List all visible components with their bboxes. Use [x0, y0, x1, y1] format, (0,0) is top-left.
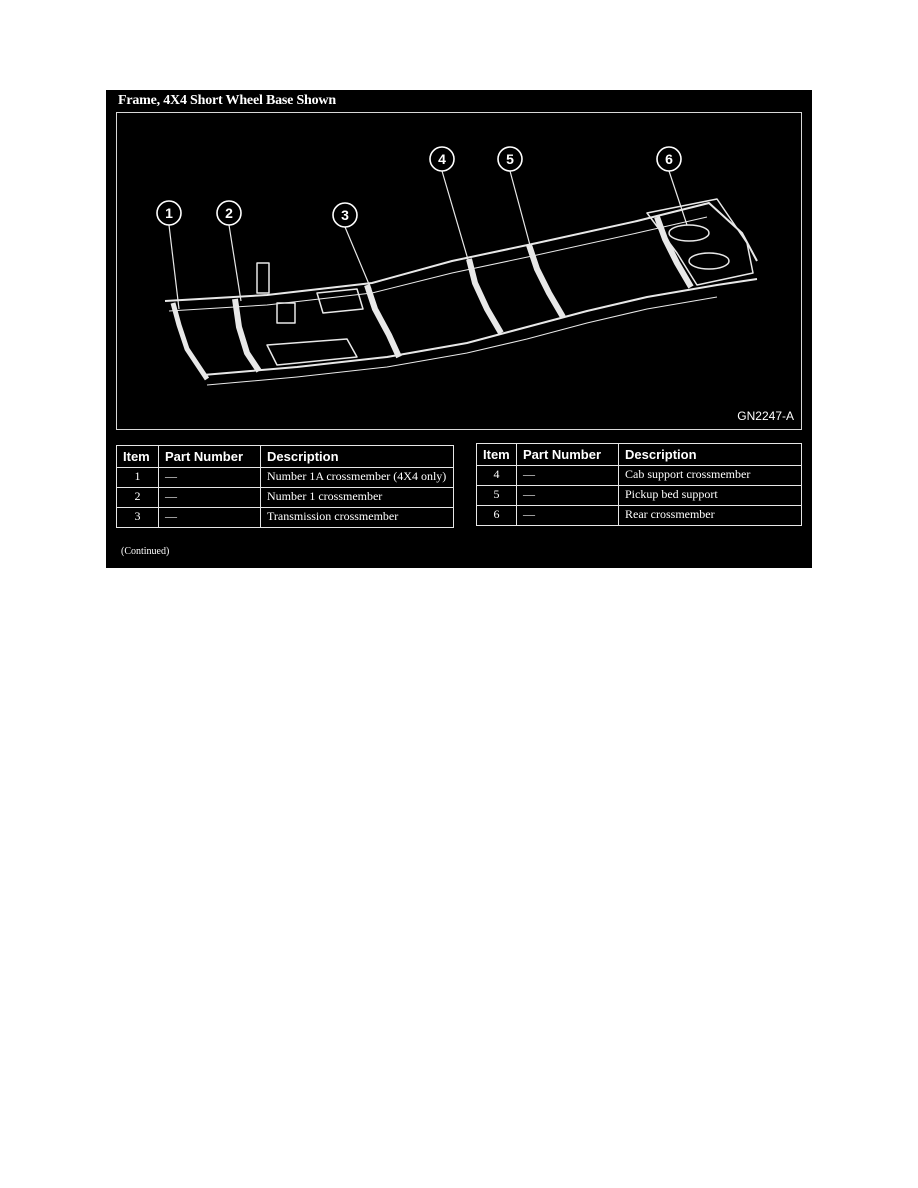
upper-side-rail — [164, 202, 758, 302]
figure-title: Frame, 4X4 Short Wheel Base Shown — [118, 93, 336, 108]
table-row: 5 — Pickup bed support — [476, 485, 802, 506]
table-row: 6 — Rear crossmember — [476, 505, 802, 526]
table-header-row: Item Part Number Description — [476, 443, 802, 466]
crossmember-1a — [170, 302, 210, 381]
svg-text:6: 6 — [665, 151, 673, 167]
callout-6: 6 — [656, 146, 682, 172]
svg-text:3: 3 — [341, 207, 349, 223]
callout-3: 3 — [332, 202, 358, 228]
item-cell: 1 — [116, 467, 159, 488]
rear-crossmember — [654, 215, 694, 289]
figure-id: GN2247-A — [737, 409, 794, 423]
lower-side-rail — [202, 278, 758, 376]
header-description: Description — [618, 443, 802, 466]
part-number-cell: — — [516, 465, 619, 486]
description-cell: Transmission crossmember — [260, 507, 454, 528]
part-number-cell: — — [158, 467, 261, 488]
frame-illustration: 1 2 3 4 5 — [156, 146, 758, 386]
header-item: Item — [116, 445, 159, 468]
svg-text:4: 4 — [438, 151, 446, 167]
table-header-row: Item Part Number Description — [116, 445, 454, 468]
item-cell: 5 — [476, 485, 517, 506]
svg-text:5: 5 — [506, 151, 514, 167]
part-number-cell: — — [158, 507, 261, 528]
svg-text:1: 1 — [165, 205, 173, 221]
table-row: 2 — Number 1 crossmember — [116, 487, 454, 508]
header-part-number: Part Number — [158, 445, 261, 468]
pickup-bed-support — [526, 244, 566, 319]
callout-5: 5 — [497, 146, 523, 172]
transmission-crossmember — [364, 284, 402, 359]
svg-text:2: 2 — [225, 205, 233, 221]
item-cell: 3 — [116, 507, 159, 528]
parts-table-left: Item Part Number Description 1 — Number … — [116, 445, 454, 528]
table-row: 3 — Transmission crossmember — [116, 507, 454, 528]
description-cell: Cab support crossmember — [618, 465, 802, 486]
part-number-cell: — — [516, 485, 619, 506]
crossmember-1 — [232, 298, 262, 373]
header-part-number: Part Number — [516, 443, 619, 466]
header-description: Description — [260, 445, 454, 468]
part-number-cell: — — [158, 487, 261, 508]
callout-1: 1 — [156, 200, 182, 226]
table-row: 4 — Cab support crossmember — [476, 465, 802, 486]
item-cell: 6 — [476, 505, 517, 526]
header-item: Item — [476, 443, 517, 466]
part-number-cell: — — [516, 505, 619, 526]
callout-2: 2 — [216, 200, 242, 226]
item-cell: 4 — [476, 465, 517, 486]
description-cell: Pickup bed support — [618, 485, 802, 506]
continued-note: (Continued) — [121, 546, 170, 557]
item-cell: 2 — [116, 487, 159, 508]
cab-support-crossmember — [466, 258, 504, 335]
frame-figure-panel: Frame, 4X4 Short Wheel Base Shown — [106, 90, 812, 568]
description-cell: Number 1A crossmember (4X4 only) — [260, 467, 454, 488]
parts-table-right: Item Part Number Description 4 — Cab sup… — [476, 443, 802, 526]
callout-4: 4 — [429, 146, 455, 172]
description-cell: Number 1 crossmember — [260, 487, 454, 508]
frame-diagram: 1 2 3 4 5 — [116, 112, 802, 430]
description-cell: Rear crossmember — [618, 505, 802, 526]
table-row: 1 — Number 1A crossmember (4X4 only) — [116, 467, 454, 488]
